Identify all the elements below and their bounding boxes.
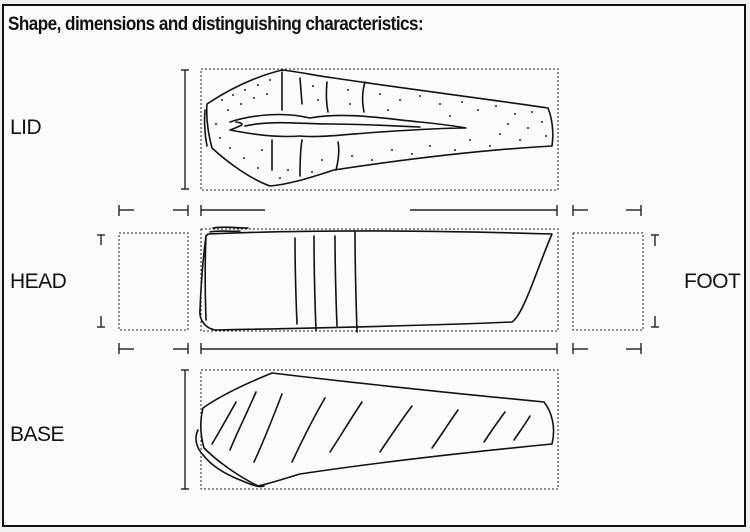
lid-height-marker xyxy=(181,69,189,190)
length-marker-top xyxy=(200,205,558,216)
foot-width-marker-top xyxy=(572,205,642,216)
side-box xyxy=(200,228,559,332)
head-width-marker-top xyxy=(118,205,189,216)
label-foot: FOOT xyxy=(684,270,741,293)
label-lid: LID xyxy=(10,116,42,139)
side-sketch xyxy=(199,226,553,333)
label-head: HEAD xyxy=(10,270,67,293)
sheet-border xyxy=(2,4,746,527)
base-box xyxy=(200,369,559,490)
base-sketch xyxy=(195,372,555,488)
foot-box xyxy=(572,232,644,331)
foot-height-marker xyxy=(651,234,659,328)
lid-sketch xyxy=(203,69,554,187)
label-base: BASE xyxy=(10,423,65,446)
sheet-heading: Shape, dimensions and distinguishing cha… xyxy=(8,14,424,35)
base-height-marker xyxy=(181,369,189,490)
lid-box xyxy=(200,68,559,191)
length-marker-bottom xyxy=(200,343,558,354)
head-height-marker xyxy=(97,234,105,328)
head-box xyxy=(118,232,189,331)
head-width-marker-bottom xyxy=(118,343,189,354)
foot-width-marker-bottom xyxy=(572,343,642,354)
